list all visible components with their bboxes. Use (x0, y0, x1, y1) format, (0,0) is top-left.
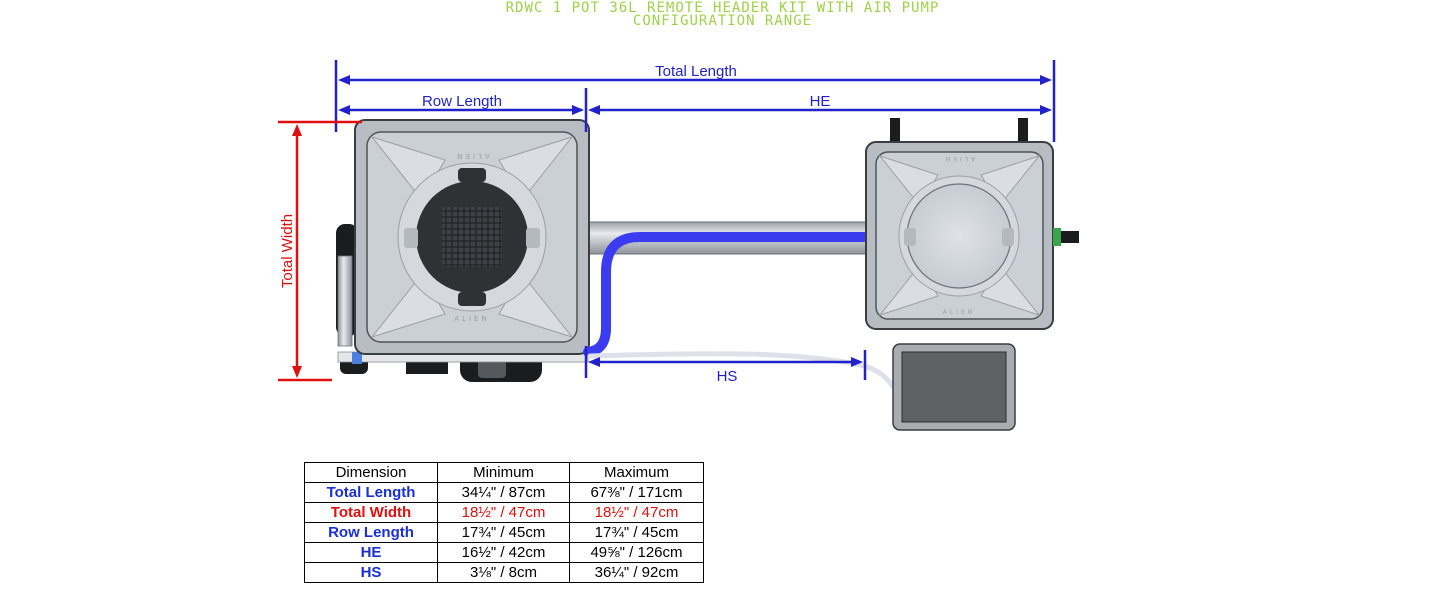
row-name: Row Length (304, 522, 438, 543)
row-length-dimension (338, 88, 588, 132)
table-row: Total Length 34¼" / 87cm 67⅜" / 171cm (304, 482, 704, 503)
blue-hose (583, 232, 869, 357)
right-tank: ALIEN ALIEN (865, 118, 1079, 330)
hs-dimension (584, 346, 867, 380)
blue-drain-marker (352, 352, 362, 364)
svg-text:ALIEN: ALIEN (454, 152, 489, 160)
row-min: 16½" / 42cm (437, 542, 570, 563)
row-length-label: Row Length (422, 93, 502, 110)
table-row: Row Length 17¾" / 45cm 17¾" / 45cm (304, 522, 704, 543)
row-min: 34¼" / 87cm (437, 482, 570, 503)
row-name: HE (304, 542, 438, 563)
row-name: Total Length (304, 482, 438, 503)
dimensions-table: Dimension Minimum Maximum Total Length 3… (304, 462, 704, 583)
table-row: HS 3⅛" / 8cm 36¼" / 92cm (304, 562, 704, 583)
title-line-1: RDWC 1 POT 36L REMOTE HEADER KIT WITH AI… (505, 0, 940, 16)
he-label: HE (810, 93, 831, 110)
total-width-label: Total Width (279, 214, 296, 288)
svg-text:ALIEN: ALIEN (943, 309, 976, 316)
title-line-2: CONFIGURATION RANGE (632, 13, 813, 29)
left-tank: ALIEN ALIEN (354, 119, 590, 355)
row-min: 18½" / 47cm (437, 502, 570, 523)
table-row: Total Width 18½" / 47cm 18½" / 47cm (304, 502, 704, 523)
total-width-dimension (278, 120, 362, 382)
left-vertical-pipe (337, 255, 353, 347)
he-dimension (588, 105, 1052, 115)
row-max: 36¼" / 92cm (569, 562, 704, 583)
row-min: 17¾" / 45cm (437, 522, 570, 543)
row-max: 17¾" / 45cm (569, 522, 704, 543)
column-header: Maximum (569, 462, 704, 483)
air-pump (892, 343, 1016, 431)
table-header-row: Dimension Minimum Maximum (304, 462, 704, 483)
air-line-tubing (587, 351, 899, 391)
row-name: Total Width (304, 502, 438, 523)
bottom-pump-highlight (478, 360, 506, 378)
total-length-label: Total Length (655, 63, 737, 80)
row-max: 67⅜" / 171cm (569, 482, 704, 503)
total-length-dimension (334, 60, 1056, 142)
system-diagram: ALIEN ALIEN ALIEN ALIEN (278, 60, 1079, 431)
svg-text:ALIEN: ALIEN (943, 155, 976, 162)
row-min: 3⅛" / 8cm (437, 562, 570, 583)
bottom-valve (406, 360, 448, 374)
hs-label: HS (717, 368, 738, 385)
row-max: 49⅝" / 126cm (569, 542, 704, 563)
row-max: 18½" / 47cm (569, 502, 704, 523)
row-name: HS (304, 562, 438, 583)
column-header: Minimum (437, 462, 570, 483)
svg-text:ALIEN: ALIEN (454, 315, 489, 323)
column-header: Dimension (304, 462, 438, 483)
table-row: HE 16½" / 42cm 49⅝" / 126cm (304, 542, 704, 563)
